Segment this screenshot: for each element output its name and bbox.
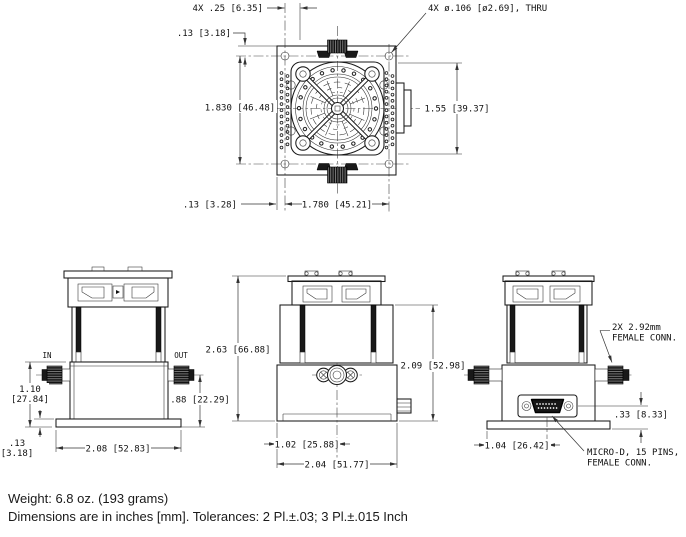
tolerance-note: Dimensions are in inches [mm]. Tolerance…	[8, 509, 408, 524]
rf-connector-top	[316, 39, 359, 58]
callout-rf-line1: 2X 2.92mm	[612, 323, 661, 333]
port-in-label: IN	[42, 351, 51, 360]
port-out-label: OUT	[174, 351, 188, 360]
callout-rf-line2: FEMALE CONN.	[612, 334, 677, 344]
drawing-notes: Weight: 6.8 oz. (193 grams) Dimensions a…	[8, 491, 408, 524]
fan-screws	[295, 66, 380, 151]
dim-center-height: .88 [22.29]	[170, 396, 230, 406]
dim-body-height-top: 1.55 [39.37]	[424, 105, 489, 115]
dim-base-height-mm: [27.84]	[11, 395, 49, 405]
front-view: IN OUT 1.10 [27.84] .13 [3.18] .88 [22.2…	[1, 266, 231, 459]
mounting-hole	[280, 51, 290, 61]
dim-foot-mm: [3.18]	[1, 449, 34, 459]
base-flange	[55, 418, 182, 428]
mounting-hole	[280, 159, 290, 169]
fan-housing	[291, 280, 382, 306]
side-connector	[395, 82, 412, 134]
mounting-hole	[384, 51, 394, 61]
dim-edge-offset-bottom: .13 [3.28]	[183, 201, 237, 211]
fan-blades	[309, 80, 366, 137]
rf-connector-left	[473, 365, 490, 385]
dim-center-offset-back: 1.04 [26.42]	[484, 442, 549, 452]
dim-hole-span-vertical: 1.830 [46.48]	[205, 104, 275, 114]
heatsink	[506, 304, 588, 364]
callout-microd-line1: MICRO-D, 15 PINS,	[587, 448, 679, 458]
back-view: 2X 2.92mm FEMALE CONN. .33 [8.33] 1.04 […	[464, 270, 679, 469]
rf-connector-in	[46, 365, 63, 385]
fan-opening	[290, 61, 385, 156]
dim-hole-pitch: 4X .25 [6.35]	[193, 4, 263, 14]
dim-center-offset-side: 1.02 [25.88]	[274, 441, 339, 451]
dim-body-height-side: 2.09 [52.98]	[400, 362, 465, 372]
heatsink	[71, 306, 166, 363]
top-view: 1.830 [46.48] .13 [3.18] 4X .25 [6.35] 4…	[177, 3, 547, 212]
base-block	[69, 361, 169, 420]
dim-side-width: 2.04 [51.77]	[304, 461, 369, 471]
dim-hole-span-horizontal: 1.780 [45.21]	[302, 201, 372, 211]
callout-microd-line2: FEMALE CONN.	[587, 459, 652, 469]
micro-d-connector	[517, 394, 578, 418]
weight-note: Weight: 6.8 oz. (193 grams)	[8, 491, 168, 506]
tuning-knob	[326, 364, 348, 386]
mounting-hole	[384, 159, 394, 169]
fan-x-brace	[304, 75, 371, 142]
dim-foot-in: .13	[9, 439, 25, 449]
base-flange	[486, 420, 611, 430]
dim-front-width: 2.08 [52.83]	[85, 445, 150, 455]
dim-connector-height: .33 [8.33]	[614, 411, 668, 421]
side-connector	[396, 398, 412, 414]
rf-connector-bottom	[316, 163, 359, 184]
dim-edge-offset-top: .13 [3.18]	[177, 29, 231, 39]
heatsink	[279, 304, 394, 364]
rf-connector-right	[607, 365, 624, 385]
fan-label-glyph	[116, 290, 120, 294]
dim-base-height-in: 1.10	[19, 385, 41, 395]
fan-housing	[504, 280, 593, 306]
dim-total-height: 2.63 [66.88]	[205, 346, 270, 356]
fan-hub	[330, 101, 345, 116]
callout-thru-holes: 4X ø.106 [ø2.69], THRU	[428, 4, 547, 14]
rf-connector-out	[173, 365, 190, 385]
side-view: 2.63 [66.88] 2.09 [52.98] 1.02 [25.88] 2…	[203, 270, 468, 471]
